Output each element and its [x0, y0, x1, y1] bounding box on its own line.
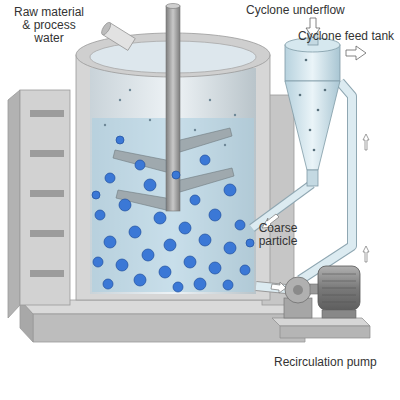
part-label: Cyclone feed tank — [298, 30, 394, 43]
part-label: Coarse particle — [250, 222, 306, 248]
part-label: Raw material & process water — [10, 6, 88, 45]
part-label: Recirculation pump — [274, 356, 377, 369]
part-label: Cyclone underflow — [246, 4, 345, 17]
